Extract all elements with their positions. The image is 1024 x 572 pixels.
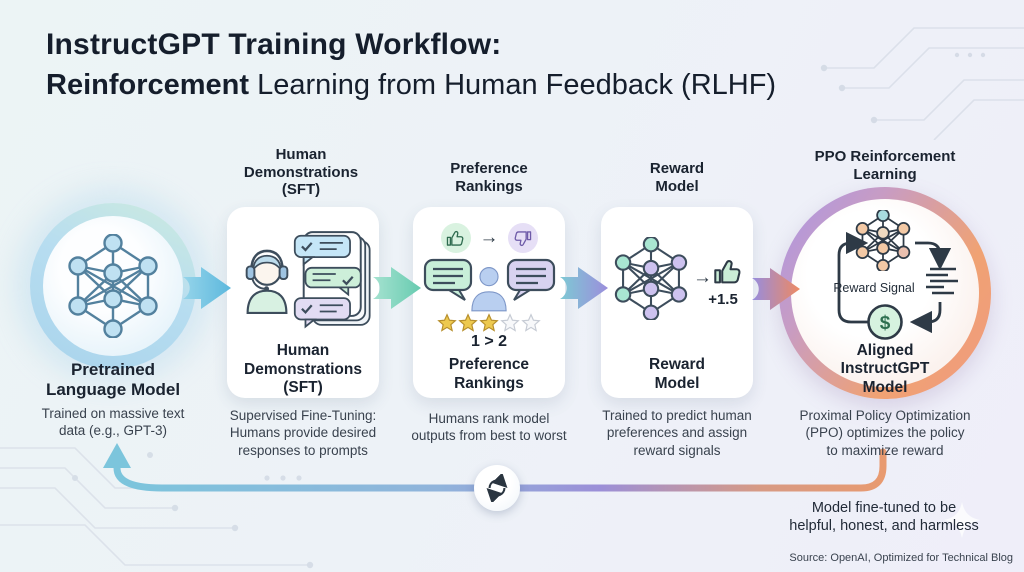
stage-reward-header: Reward Model bbox=[649, 160, 705, 195]
stage-preference-header: Preference Rankings bbox=[450, 160, 528, 195]
stage-preference-card-label: Preference Rankings bbox=[448, 356, 530, 392]
output-text-icon bbox=[926, 267, 958, 295]
stage-pretrained-inner-circle bbox=[43, 216, 183, 356]
stage-pretrained-circle bbox=[30, 203, 196, 369]
comparison-arrow: → bbox=[479, 227, 499, 248]
human-annotator-headset-icon bbox=[245, 249, 289, 315]
neural-network-icon bbox=[614, 237, 688, 320]
star-icon bbox=[479, 313, 499, 332]
policy-loop-icon: $ bbox=[837, 231, 958, 340]
title-line-1: InstructGPT Training Workflow: bbox=[46, 28, 502, 61]
feedback-loop-note: Model fine-tuned to be helpful, honest, … bbox=[789, 500, 979, 535]
dollar-symbol: $ bbox=[880, 313, 891, 334]
reward-dollar-icon bbox=[867, 304, 903, 340]
refresh-cycle-icon bbox=[474, 465, 520, 511]
stage-sft-header: Human Demonstrations (SFT) bbox=[243, 146, 359, 199]
source-attribution: Source: OpenAI, Optimized for Technical … bbox=[789, 552, 1013, 564]
star-icon bbox=[458, 313, 478, 332]
stage-ppo-description: Proximal Policy Optimization (PPO) optim… bbox=[799, 408, 971, 458]
flow-arrow-2 bbox=[373, 267, 421, 309]
stage-preference-card: → 1 > 2 Preference Rankings bbox=[413, 207, 565, 398]
neural-network-icon bbox=[855, 210, 911, 271]
stage-reward-description: Trained to predict human preferences and… bbox=[602, 408, 752, 458]
thumbs-comparison-row: → bbox=[413, 223, 565, 253]
title-line-2: Reinforcement Learning from Human Feedba… bbox=[46, 69, 776, 102]
thumbs-up-icon bbox=[440, 223, 471, 253]
reward-value: +1.5 bbox=[708, 291, 738, 308]
stage-ppo-inner-label: Aligned InstructGPT Model bbox=[840, 342, 930, 396]
stage-sft-card-label: Human Demonstrations (SFT) bbox=[244, 342, 362, 397]
stage-ppo-header: PPO Reinforcement Learning bbox=[814, 148, 956, 183]
reward-signal-label: Reward Signal bbox=[833, 281, 915, 295]
flow-arrow-1 bbox=[183, 267, 231, 309]
thumbs-down-icon bbox=[507, 223, 538, 253]
flow-arrow-3 bbox=[560, 267, 608, 309]
neural-network-icon bbox=[68, 234, 158, 338]
person-icon bbox=[471, 267, 507, 312]
stage-preference-description: Humans rank model outputs from best to w… bbox=[411, 411, 567, 444]
title-line2-rest: Learning from Human Feedback (RLHF) bbox=[249, 69, 777, 101]
chat-responses-stack-icon bbox=[293, 231, 371, 329]
title-line2-bold: Reinforcement bbox=[46, 69, 250, 101]
page-title: InstructGPT Training Workflow: Reinforce… bbox=[46, 28, 776, 102]
rank-comparison-text: 1 > 2 bbox=[470, 333, 508, 350]
maps-to-arrow: → bbox=[693, 267, 712, 288]
stage-sft-card: Human Demonstrations (SFT) bbox=[227, 207, 379, 398]
chat-bubble-right-icon bbox=[506, 258, 556, 301]
stage-ppo-circle: $ Reward Signal Aligned InstructGPT Mode… bbox=[779, 187, 991, 399]
thumbs-up-icon bbox=[714, 260, 741, 284]
stage-reward-card-label: Reward Model bbox=[649, 356, 705, 392]
star-rating bbox=[413, 313, 565, 333]
loop-arrowhead-up bbox=[103, 443, 131, 468]
stage-ppo-inner-circle: $ Reward Signal Aligned InstructGPT Mode… bbox=[791, 199, 979, 396]
chat-bubble-left-icon bbox=[423, 258, 473, 301]
star-icon bbox=[500, 313, 520, 332]
star-icon bbox=[437, 313, 457, 332]
star-icon bbox=[521, 313, 541, 332]
stage-reward-card: → +1.5 Reward Model bbox=[601, 207, 753, 398]
circuit-pattern-top-right bbox=[820, 27, 1024, 140]
stage-sft-description: Supervised Fine-Tuning: Humans provide d… bbox=[229, 408, 377, 458]
stage-pretrained-description: Trained on massive text data (e.g., GPT-… bbox=[41, 406, 185, 439]
sparkle-icon bbox=[944, 502, 980, 538]
flow-arrow-4 bbox=[752, 268, 800, 310]
stage-pretrained-label: Pretrained Language Model bbox=[45, 360, 181, 400]
